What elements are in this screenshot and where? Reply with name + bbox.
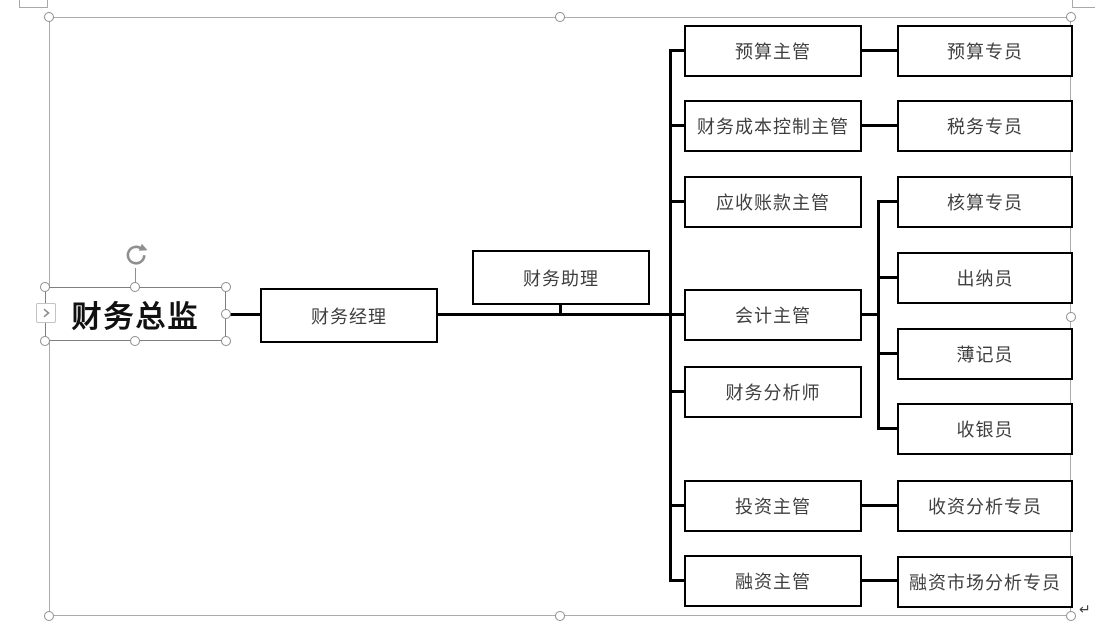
connector-left-bracket	[669, 49, 672, 582]
node-label: 收银员	[956, 420, 1014, 440]
resize-handle[interactable]	[130, 336, 140, 346]
org-node-financing-supervisor[interactable]: 融资主管	[684, 555, 862, 607]
canvas-resize-handle[interactable]	[1066, 611, 1076, 621]
connector-financing	[862, 579, 897, 582]
paragraph-mark: ↵	[1079, 601, 1091, 617]
canvas-resize-handle[interactable]	[44, 12, 54, 22]
node-label: 财务助理	[523, 268, 599, 289]
connector-stub	[877, 427, 897, 430]
canvas-resize-handle[interactable]	[1066, 312, 1076, 322]
connector-stub	[877, 200, 897, 203]
org-node-investment-analysis-specialist[interactable]: 收资分析专员	[897, 480, 1073, 532]
connector-stub	[669, 504, 684, 507]
offscreen-shape-fragment-right	[1072, 0, 1095, 8]
node-label: 出纳员	[956, 269, 1014, 289]
org-node-accounting-specialist[interactable]: 核算专员	[897, 176, 1073, 228]
node-label: 融资市场分析专员	[909, 573, 1061, 593]
canvas-resize-handle[interactable]	[555, 12, 565, 22]
root-label: 财务总监	[71, 301, 200, 334]
node-label: 预算专员	[947, 42, 1023, 62]
node-label: 税务专员	[947, 117, 1023, 137]
org-node-finance-assistant[interactable]: 财务助理	[472, 250, 650, 305]
connector-stub	[669, 390, 684, 393]
org-node-receivables-supervisor[interactable]: 应收账款主管	[684, 176, 862, 228]
node-label: 预算主管	[735, 42, 811, 62]
node-label: 核算专员	[947, 193, 1023, 213]
node-label: 会计主管	[735, 306, 811, 326]
resize-handle[interactable]	[221, 282, 231, 292]
rotate-icon[interactable]	[123, 242, 149, 268]
canvas-resize-handle[interactable]	[1066, 12, 1076, 22]
connector-stub	[669, 124, 684, 127]
connector-budget	[862, 49, 897, 52]
resize-handle[interactable]	[130, 282, 140, 292]
resize-handle[interactable]	[221, 309, 231, 319]
rotation-handle-stem	[135, 268, 136, 288]
org-node-cost-control-supervisor[interactable]: 财务成本控制主管	[684, 100, 862, 152]
org-node-investment-supervisor[interactable]: 投资主管	[684, 480, 862, 532]
node-label: 财务分析师	[725, 383, 821, 403]
connector-tax	[862, 124, 897, 127]
resize-handle[interactable]	[40, 336, 50, 346]
org-node-budget-specialist[interactable]: 预算专员	[897, 25, 1073, 77]
org-node-budget-supervisor[interactable]: 预算主管	[684, 25, 862, 77]
connector-stub	[669, 200, 684, 203]
connector-root-manager	[227, 313, 260, 316]
org-node-teller[interactable]: 收银员	[897, 403, 1073, 455]
resize-handle[interactable]	[40, 282, 50, 292]
org-node-finance-director-selected[interactable]: 财务总监	[45, 287, 226, 341]
node-label: 融资主管	[735, 572, 811, 592]
connector-stub	[877, 276, 897, 279]
node-label: 收资分析专员	[928, 497, 1042, 517]
org-node-bookkeeper[interactable]: 薄记员	[897, 328, 1073, 380]
connector-stub	[669, 49, 684, 52]
connector-stub	[877, 352, 897, 355]
node-label: 财务成本控制主管	[697, 117, 849, 137]
org-node-tax-specialist[interactable]: 税务专员	[897, 100, 1073, 152]
connector-assistant-stub	[559, 304, 562, 316]
connector-stub	[669, 579, 684, 582]
org-node-cashier[interactable]: 出纳员	[897, 252, 1073, 304]
org-node-finance-manager[interactable]: 财务经理	[260, 288, 438, 343]
resize-handle[interactable]	[221, 336, 231, 346]
offscreen-shape-fragment-left	[19, 0, 48, 8]
canvas-expand-button[interactable]	[36, 303, 56, 323]
org-node-financial-analyst[interactable]: 财务分析师	[684, 366, 862, 418]
node-label: 财务经理	[311, 306, 387, 327]
node-label: 薄记员	[956, 345, 1014, 365]
org-node-accounting-supervisor[interactable]: 会计主管	[684, 289, 862, 341]
node-label: 投资主管	[735, 497, 811, 517]
connector-investment	[862, 504, 897, 507]
chevron-right-icon	[43, 308, 50, 318]
node-label: 应收账款主管	[716, 193, 830, 213]
connector-right-bracket	[877, 200, 880, 430]
connector-accounting-stub	[862, 313, 880, 316]
org-node-financing-market-analyst[interactable]: 融资市场分析专员	[897, 556, 1073, 608]
canvas-resize-handle[interactable]	[555, 611, 565, 621]
canvas-resize-handle[interactable]	[44, 611, 54, 621]
